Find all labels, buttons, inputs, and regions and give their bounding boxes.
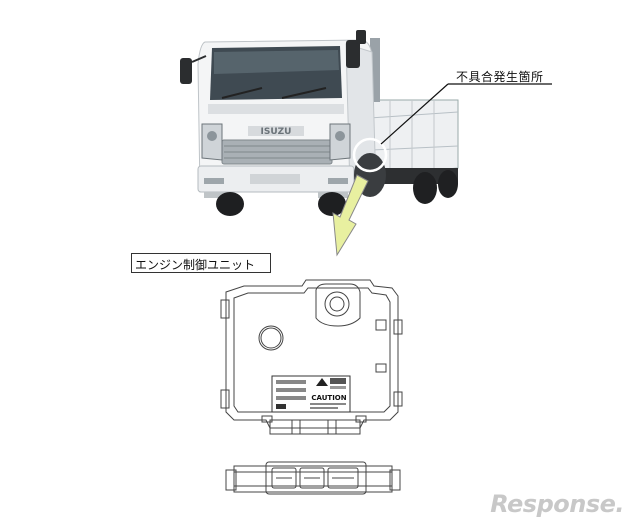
pointing-arrow	[332, 174, 369, 257]
fault-location-label: 不具合発生箇所	[456, 70, 544, 84]
truck-illustration: ISUZU	[180, 30, 459, 216]
callout-leader-line	[380, 83, 552, 145]
ecu-side-view	[225, 461, 401, 495]
ecu-warning-label: CAUTION	[271, 375, 351, 413]
ecu-unit-label: エンジン制御ユニット	[131, 253, 271, 273]
ecu-top-view	[220, 279, 403, 435]
caution-text: CAUTION	[311, 394, 346, 402]
watermark-logo: Response.	[490, 490, 624, 518]
fault-location-circle	[352, 137, 388, 173]
grille-brand-text: ISUZU	[261, 127, 292, 137]
